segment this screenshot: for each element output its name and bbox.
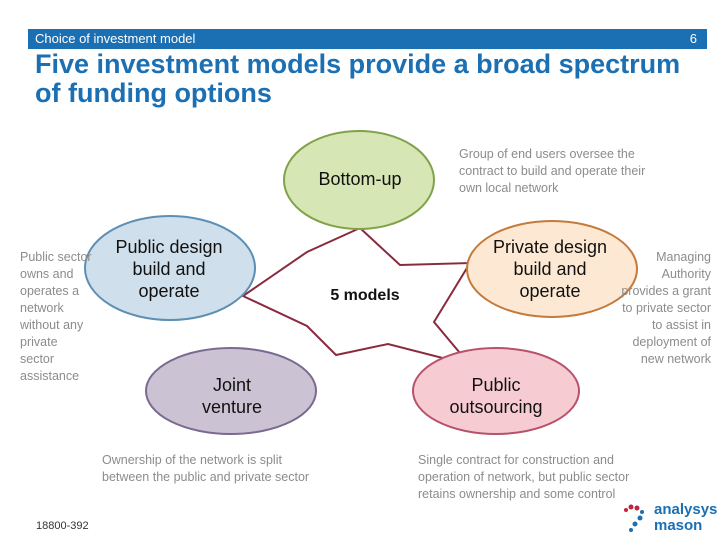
node-public-dbo xyxy=(84,215,256,321)
node-label-public-dbo: Public design build and operate xyxy=(115,237,223,301)
page-number: 6 xyxy=(689,31,697,46)
node-label-private-dbo: Private design build and operate xyxy=(492,237,608,301)
header-bar: Choice of investment model 6 xyxy=(28,29,707,49)
node-label-joint-venture: Joint venture xyxy=(201,375,263,417)
annotation-public-dbo: Public sector owns and operates a networ… xyxy=(20,250,92,383)
logo-mark-icon xyxy=(624,504,644,532)
company-logo: analysys mason xyxy=(620,500,720,540)
section-title: Choice of investment model xyxy=(35,31,196,46)
logo-text-mason: mason xyxy=(654,517,703,534)
node-private-dbo xyxy=(466,220,638,318)
annotation-private-dbo: Managing Authority provides a grant to p… xyxy=(621,250,711,366)
node-label-public-outsourcing: Public outsourcing xyxy=(449,375,543,417)
annotation-joint-venture: Ownership of the network is split betwee… xyxy=(102,453,310,484)
node-public-outsourcing xyxy=(412,347,580,435)
node-bottom-up xyxy=(283,130,435,230)
node-joint-venture xyxy=(145,347,317,435)
annotation-public-outsourcing: Single contract for construction and ope… xyxy=(418,453,630,501)
star-connector xyxy=(240,226,473,367)
node-label-bottom-up: Bottom-up xyxy=(318,169,402,189)
center-label: 5 models xyxy=(330,287,400,304)
annotation-bottom-up: Group of end users oversee the contract … xyxy=(459,147,646,195)
document-id: 18800-392 xyxy=(36,520,89,532)
slide-title: Five investment models provide a broad s… xyxy=(35,49,681,108)
logo-text-analysys: analysys xyxy=(654,501,718,518)
